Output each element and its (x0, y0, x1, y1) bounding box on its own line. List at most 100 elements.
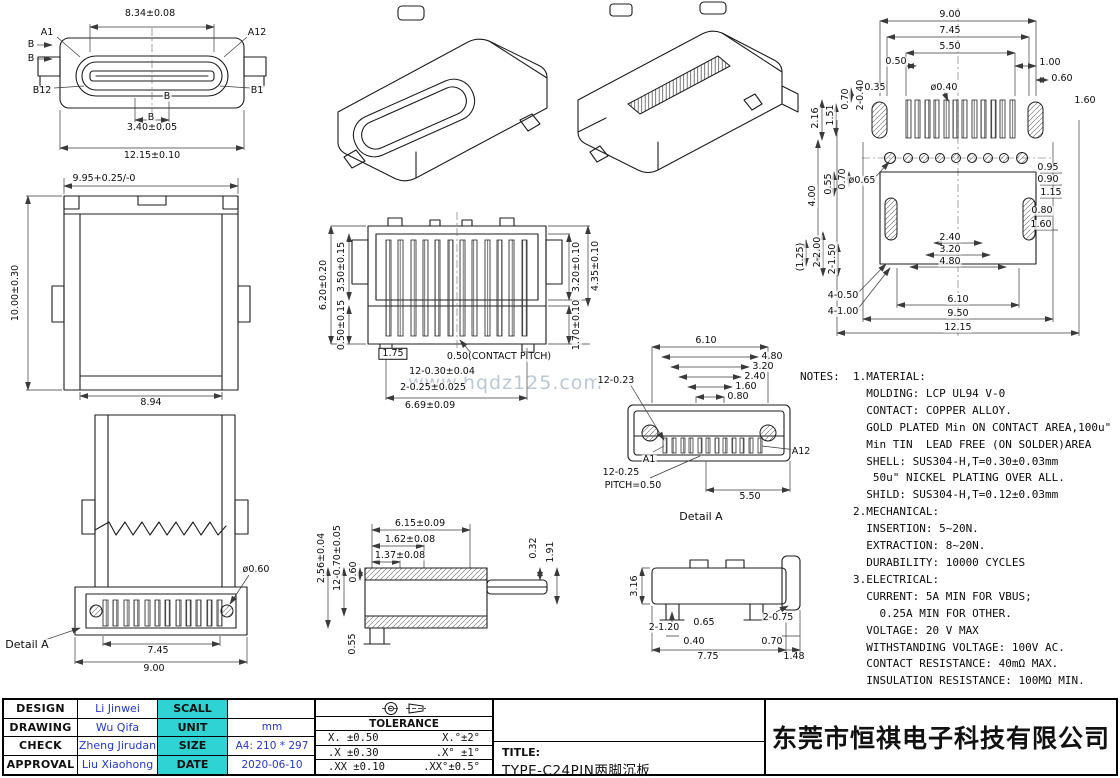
dimension-label: 0.32 (527, 536, 540, 560)
note-line: CONTACT RESISTANCE: 40mΩ MAX. (800, 657, 1059, 671)
dimension-label: 0.60 (347, 560, 360, 584)
title-label: TITLE: (502, 746, 541, 759)
dimension-label: 2-1.50 (826, 242, 839, 276)
dimension-label: 2.56±0.04 (315, 531, 328, 585)
date-label: DATE (158, 755, 228, 774)
dimension-label: 2-0.25±0.025 (399, 381, 467, 394)
dimension-label: 6.69±0.09 (403, 399, 457, 412)
dimension-label: 9.00 (938, 8, 962, 21)
date-value: 2020-06-10 (241, 758, 303, 771)
dimension-label: 4.00 (806, 184, 819, 208)
dimension-label: 2-1.20 (647, 621, 681, 634)
note-line: 2.MECHANICAL: (800, 505, 940, 519)
view-top (25, 178, 251, 400)
note-line: MOLDING: LCP UL94 V-0 (800, 386, 1006, 400)
dimension-label: 3.16 (628, 574, 641, 598)
view-pcb-footprint (803, 8, 1080, 338)
detail-a-label: Detail A (4, 637, 50, 652)
check-name: Zheng Jirudan (78, 737, 158, 756)
dimension-label: 1.00 (1038, 56, 1062, 69)
dimension-label: 1.51 (824, 103, 837, 127)
tolerance-angular: .X° ±1° (435, 746, 480, 759)
dimension-label: 9.95+0.25/-0 (71, 172, 137, 185)
dimension-label: 12.15 (943, 321, 973, 334)
dimension-label: 1.37±0.08 (373, 549, 427, 562)
note-line: NOTES: 1.MATERIAL: (800, 370, 926, 383)
dimension-label: 1.48 (782, 650, 806, 663)
note-line: CONTACT: COPPER ALLOY. (800, 403, 1012, 417)
section-marker-b: B (26, 38, 36, 51)
dimension-label: 9.00 (142, 662, 166, 675)
dimension-label: 5.50 (938, 40, 962, 53)
callout-a12: A12 (790, 445, 812, 458)
dimension-label: 2.40 (938, 231, 962, 244)
dimension-label: 0.80 (726, 390, 750, 403)
dimension-label: 0.50±0.15 (335, 298, 348, 352)
dimension-label: 8.34±0.08 (123, 7, 177, 20)
dimension-label: 2.16 (809, 106, 822, 130)
view-isometric-rear (577, 1, 799, 174)
dimension-label: 1.91 (544, 540, 557, 564)
approval-label: APPROVAL (4, 755, 78, 774)
dimension-label: 10.00±0.30 (9, 263, 22, 323)
dimension-label: 12.15±0.10 (122, 149, 182, 162)
dimension-label: 3.20±0.10 (570, 240, 583, 294)
dimension-label: 6.10 (694, 334, 718, 347)
drawing-label: DRAWING (4, 718, 78, 737)
dimension-label: 0.50 (884, 55, 908, 68)
dimension-label: 5.50 (738, 490, 762, 503)
view-front-face (37, 24, 267, 151)
dimension-label: 1.15 (1039, 186, 1063, 199)
tolerance-linear: .XX ±0.10 (328, 761, 385, 774)
size-value: A4: 210 * 297 (228, 737, 316, 756)
dimension-label: ø0.60 (241, 563, 271, 576)
dimension-label: 0.65 (692, 616, 716, 629)
dimension-label: 0.70 (760, 635, 784, 648)
note-line: 50u" NICKEL PLATING OVER ALL. (800, 471, 1065, 485)
note-line: EXTRACTION: 8~20N. (800, 539, 986, 553)
dimension-label: 1.62±0.08 (383, 533, 437, 546)
dimension-label: 0.50(CONTACT PITCH) (445, 350, 553, 363)
tolerance-row: .X ±0.30 .X° ±1° (316, 746, 492, 761)
dimension-label: 1.70±0.10 (570, 298, 583, 352)
personnel-table: DESIGN Li Jinwei SCALL DRAWING Wu Qifa U… (4, 700, 316, 774)
company-name: 东莞市恒祺电子科技有限公司 (771, 724, 1110, 753)
dimension-label: 12-0.30±0.04 (408, 365, 476, 378)
unit-value: mm (228, 719, 316, 737)
drawing-name: Wu Qifa (78, 718, 158, 737)
note-line: DURABILITY: 10000 CYCLES (800, 555, 1026, 569)
dimension-label: 4-0.50 (826, 289, 860, 302)
notes-block: NOTES: 1.MATERIAL: MOLDING: LCP UL94 V-0… (800, 369, 1111, 690)
dimension-label: 2-2.00 (811, 235, 824, 269)
dimension-label: 1.60 (1029, 218, 1053, 231)
note-line: SHELL: SUS304-H,T=0.30±0.03mm (800, 454, 1059, 468)
callout-b1: B1 (249, 84, 265, 97)
detail-a-caption: Detail A (678, 509, 724, 524)
callout-a1: A1 (39, 26, 55, 39)
callout-b12: B12 (31, 84, 53, 97)
dimension-label: 3.40±0.05 (125, 121, 179, 134)
scale-label: SCALL (158, 700, 228, 719)
callout-a1: A1 (641, 453, 657, 466)
tolerance-box: TOLERANCE X. ±0.50 X.°±2° .X ±0.30 .X° ±… (316, 700, 494, 774)
dimension-label: 0.95 (1036, 161, 1060, 174)
title-box-upper (494, 700, 764, 742)
dimension-label: ø0.40 (929, 81, 959, 94)
view-side-section (325, 524, 560, 645)
dimension-label: 0.80 (1030, 204, 1054, 217)
note-line: WITHSTANDING VOLTAGE: 100V AC. (800, 640, 1065, 654)
tolerance-linear: X. ±0.50 (328, 731, 379, 744)
title-block: DESIGN Li Jinwei SCALL DRAWING Wu Qifa U… (2, 698, 1118, 778)
dimension-label: 0.35 (863, 81, 887, 94)
dimension-label: 6.20±0.20 (317, 258, 330, 312)
tolerance-row: .XX ±0.10 .XX°±0.5° (316, 760, 492, 774)
title-box: TITLE: TYPE-C24PIN两脚沉板 (494, 700, 766, 778)
dimension-label: 1.75 (378, 347, 408, 361)
drawing-title: TYPE-C24PIN两脚沉板 (502, 763, 651, 778)
dimension-label: 7.75 (696, 650, 720, 663)
approval-name: Liu Xiaohong (78, 755, 158, 774)
design-label: DESIGN (4, 700, 78, 719)
unit-label: UNIT (158, 718, 228, 737)
dimension-label: 0.70 (839, 87, 852, 111)
